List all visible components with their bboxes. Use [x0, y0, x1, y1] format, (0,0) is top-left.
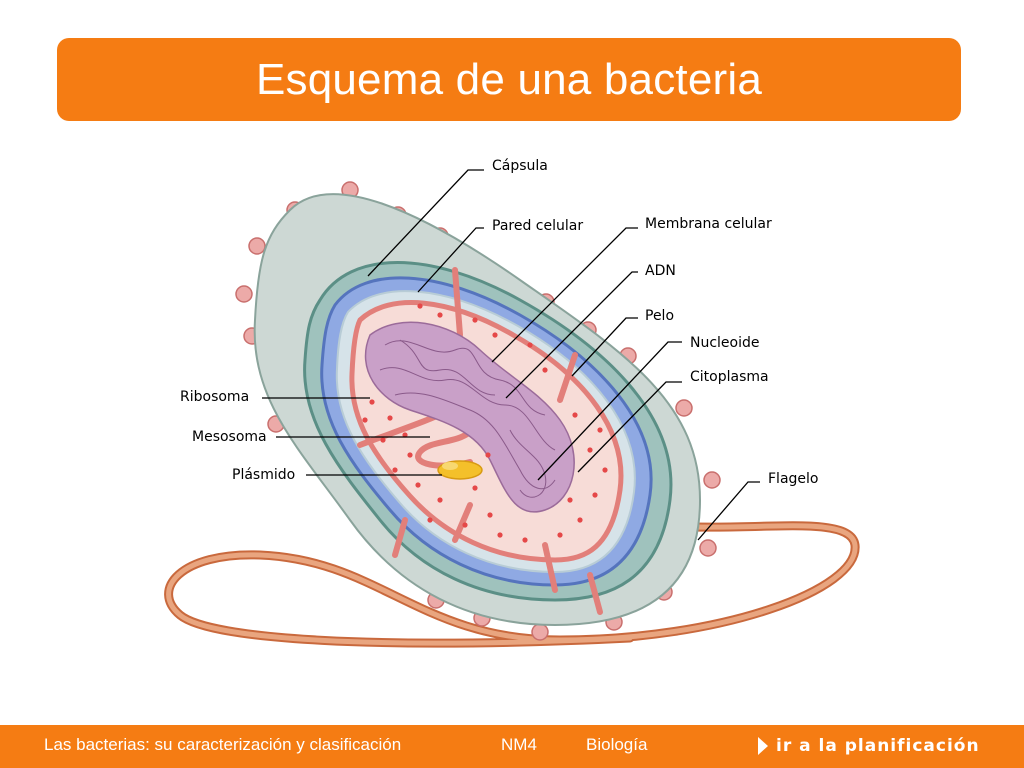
label-pared-celular: Pared celular [492, 218, 583, 234]
planificacion-link[interactable]: ir a la planificación [758, 732, 980, 760]
footer-bar: Las bacterias: su caracterización y clas… [0, 725, 1024, 768]
dna-strands [379, 339, 556, 498]
label-plasmido: Plásmido [232, 467, 295, 483]
label-flagelo: Flagelo [768, 471, 818, 487]
flagellum [164, 510, 860, 648]
label-nucleoide: Nucleoide [690, 335, 760, 351]
nucleoid [364, 321, 575, 513]
planificacion-link-label: ir a la planificación [776, 736, 980, 756]
label-membrana-celular: Membrana celular [645, 216, 772, 232]
footer-course: Las bacterias: su caracterización y clas… [44, 735, 402, 754]
label-capsula: Cápsula [492, 158, 548, 174]
ribosomes [362, 303, 608, 543]
label-mesosoma: Mesosoma [192, 429, 267, 445]
label-ribosoma: Ribosoma [180, 389, 249, 405]
bacteria-diagram: Cápsula Pared celular Membrana celular A… [164, 158, 860, 648]
label-citoplasma: Citoplasma [690, 369, 769, 385]
membrane-folds [392, 267, 603, 615]
page-title: Esquema de una bacteria [255, 54, 763, 104]
title-banner: Esquema de una bacteria [57, 38, 961, 121]
footer-level: NM4 [501, 735, 537, 754]
footer-subject: Biología [586, 735, 648, 754]
chevron-right-icon [758, 737, 768, 755]
label-adn: ADN [645, 263, 676, 279]
label-pelo: Pelo [645, 308, 674, 324]
leader-lines [262, 169, 760, 541]
plasmid [437, 460, 483, 480]
